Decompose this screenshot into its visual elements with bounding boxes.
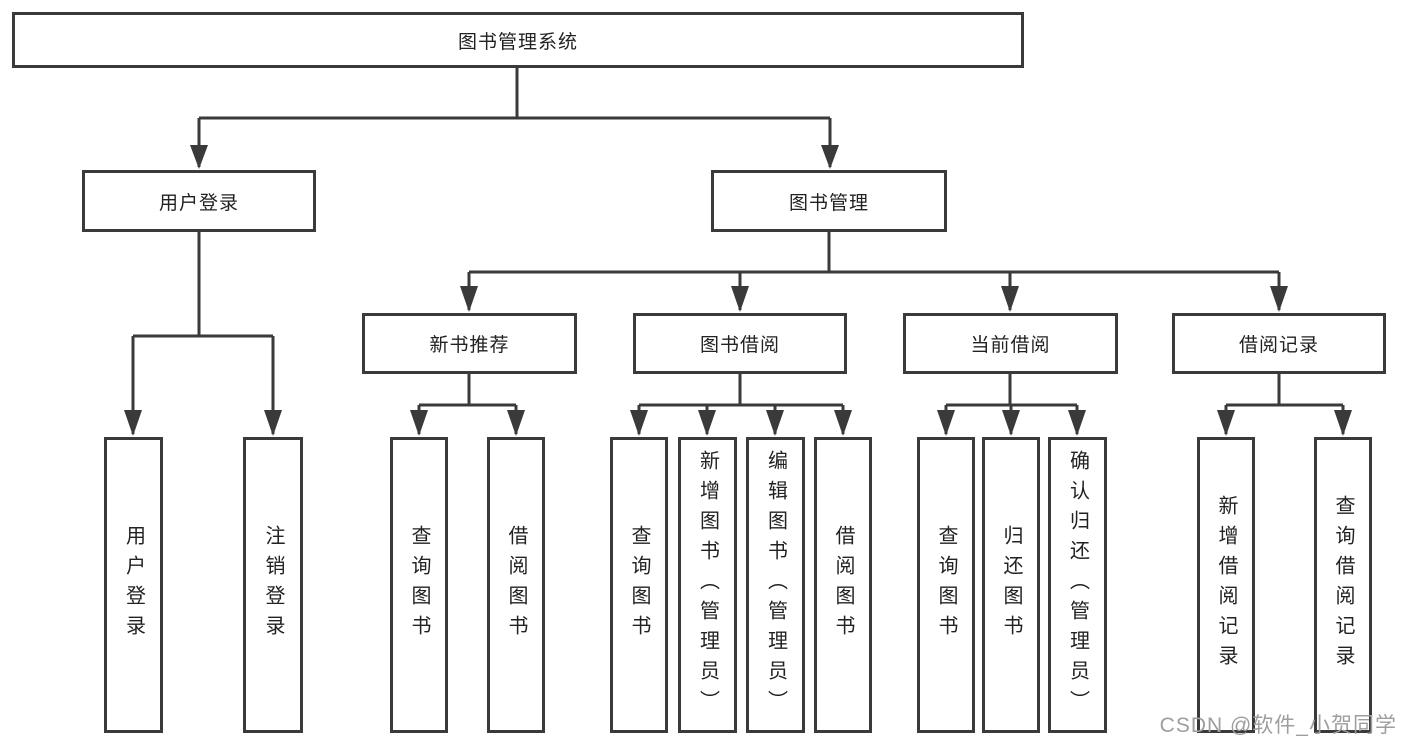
node-user-login: 用户登录 [82,170,316,232]
node-book-management-label: 图书管理 [788,192,869,214]
node-book-management: 图书管理 [711,170,947,232]
leaf-user-login: 用户登录 [104,437,163,733]
leaf-confirm-return-admin: 确认归还（管理员） [1048,437,1107,733]
leaf-add-book-admin: 新增图书（管理员） [678,437,737,733]
leaf-edit-book-admin-label: 编辑图书（管理员） [764,450,787,720]
leaf-current-query-book: 查询图书 [917,437,975,733]
node-current-borrow-label: 当前借阅 [970,335,1051,356]
connector-book-management-to-level3 [460,232,1288,312]
leaf-confirm-return-admin-label: 确认归还（管理员） [1066,450,1089,720]
leaf-borrow-book: 借阅图书 [814,437,872,733]
leaf-borrow-query-book-label: 查询图书 [628,525,650,645]
leaf-logout-label: 注销登录 [262,525,284,645]
connector-root-to-level2 [190,68,839,169]
leaf-recommend-query-book-label: 查询图书 [408,525,430,645]
leaf-recommend-query-book: 查询图书 [390,437,448,733]
node-current-borrow: 当前借阅 [903,313,1118,374]
leaf-current-query-book-label: 查询图书 [935,525,957,645]
connector-borrow-records-subtree [1217,373,1352,436]
csdn-watermark: CSDN @软件_小贺同学 [1159,714,1397,737]
node-book-borrow-label: 图书借阅 [699,335,780,356]
leaf-edit-book-admin: 编辑图书（管理员） [746,437,805,733]
node-user-login-label: 用户登录 [158,192,239,214]
connector-current-borrow-subtree [937,373,1086,436]
node-root: 图书管理系统 [12,12,1024,68]
leaf-borrow-query-book: 查询图书 [610,437,668,733]
node-borrow-records-label: 借阅记录 [1238,335,1319,356]
leaf-logout: 注销登录 [243,437,303,733]
leaf-add-borrow-record-label: 新增借阅记录 [1215,495,1237,675]
node-new-book-recommend: 新书推荐 [362,313,577,374]
node-borrow-records: 借阅记录 [1172,313,1386,374]
leaf-query-borrow-record: 查询借阅记录 [1314,437,1372,733]
node-book-borrow: 图书借阅 [633,313,847,374]
leaf-recommend-borrow-book-label: 借阅图书 [505,525,527,645]
leaf-user-login-label: 用户登录 [122,525,145,645]
node-root-label: 图书管理系统 [457,31,578,53]
leaf-return-book: 归还图书 [982,437,1040,733]
connector-user-login-subtree [124,232,282,436]
leaf-query-borrow-record-label: 查询借阅记录 [1332,495,1354,675]
leaf-return-book-label: 归还图书 [1000,525,1022,645]
leaf-borrow-book-label: 借阅图书 [832,525,854,645]
node-new-book-recommend-label: 新书推荐 [429,335,510,356]
leaf-recommend-borrow-book: 借阅图书 [487,437,545,733]
leaf-add-borrow-record: 新增借阅记录 [1197,437,1255,733]
connector-new-book-recommend-subtree [410,373,525,436]
connector-book-borrow-subtree [630,373,852,436]
leaf-add-book-admin-label: 新增图书（管理员） [696,450,719,720]
